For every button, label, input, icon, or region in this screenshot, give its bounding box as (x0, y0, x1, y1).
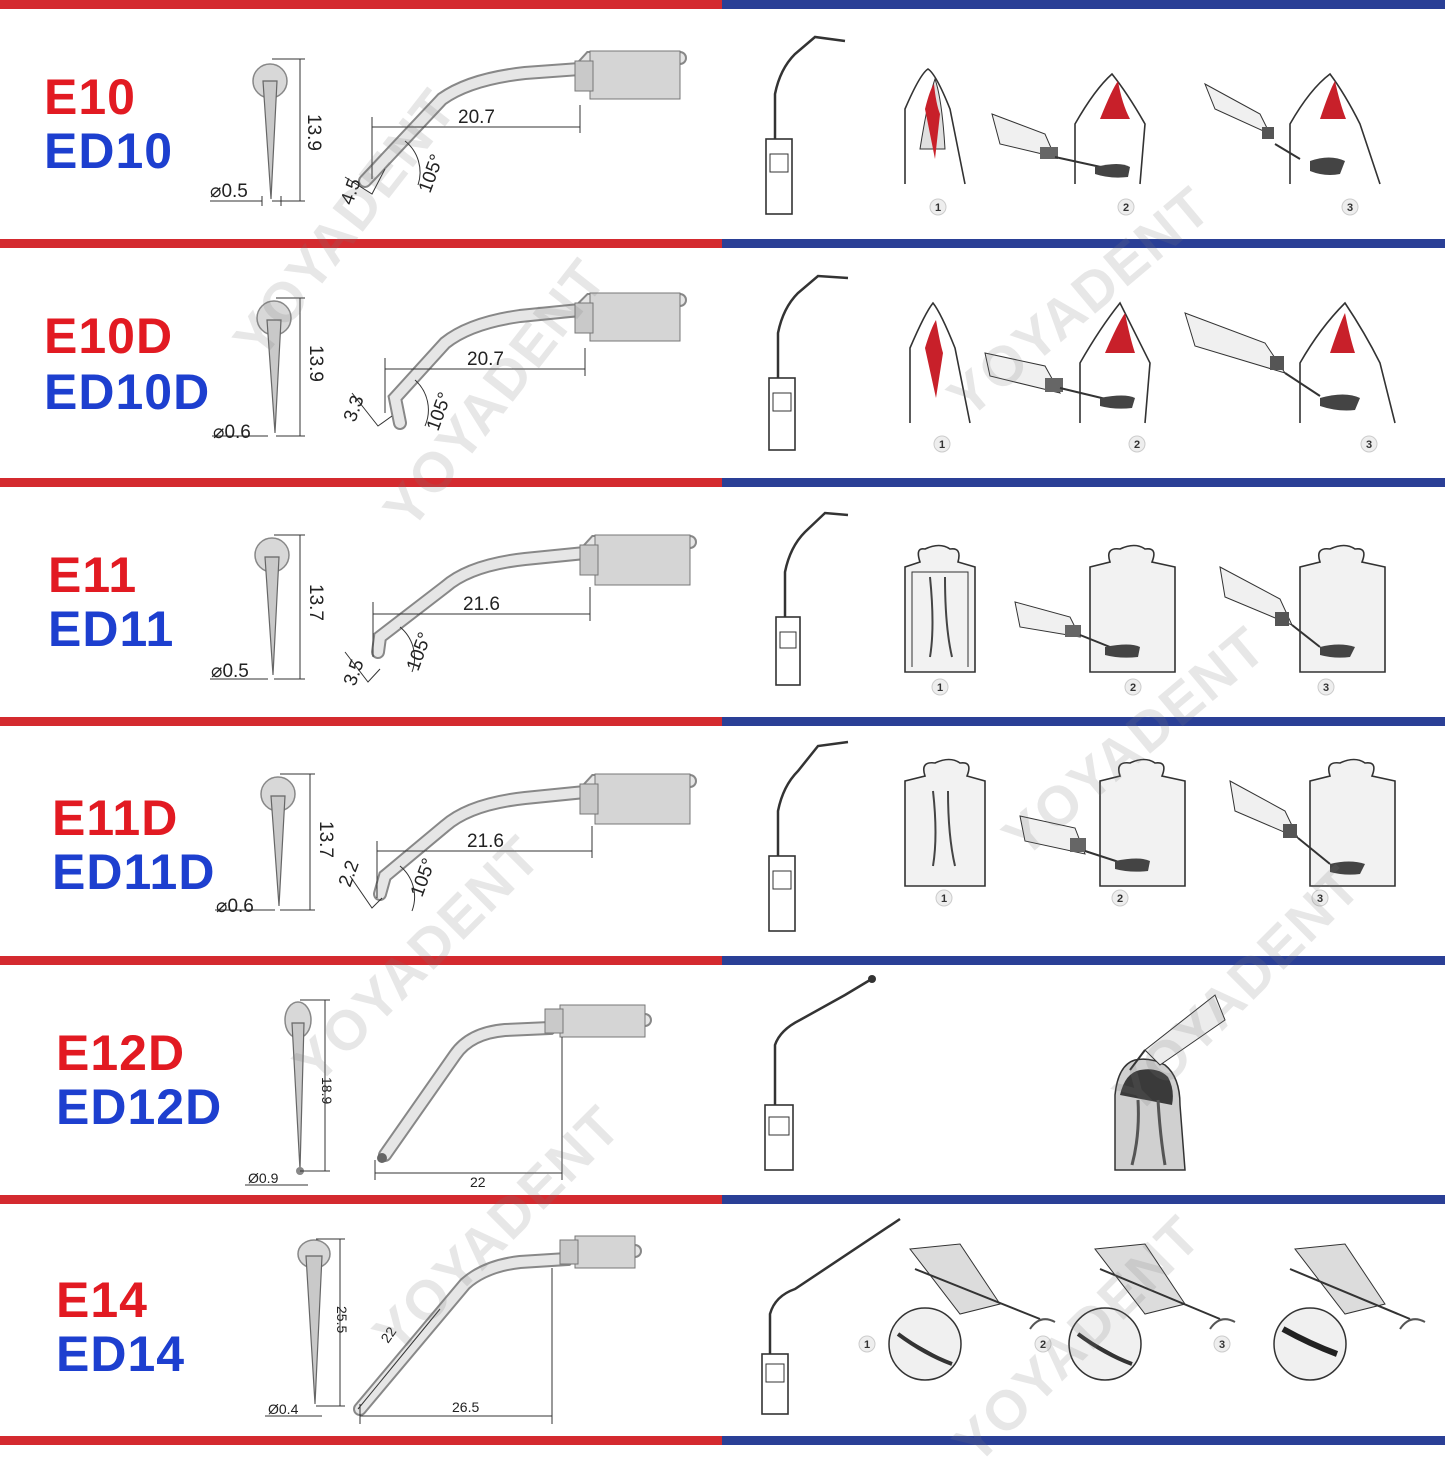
length-label: 13.7 (305, 584, 326, 621)
model-code-red: E10D (44, 308, 174, 364)
step-number: 3 (1219, 1339, 1225, 1351)
diameter-label: Ø0.9 (248, 1170, 279, 1186)
reach-label: 20.7 (467, 349, 504, 370)
diameter-label: ⌀0.5 (211, 661, 249, 682)
reach-label: 26.5 (452, 1399, 479, 1415)
tip-dimension-drawing: 13.7 ⌀0.6 21.6 2.2 105° (215, 773, 697, 917)
tip-row-e14: E14 ED14 25.5 Ø0.4 22 26.5 1 (0, 1204, 1445, 1444)
reach-label: 21.6 (463, 594, 500, 615)
length-label: 25.5 (334, 1306, 350, 1333)
model-code-red: E10 (44, 69, 136, 125)
separator-blue (722, 1195, 1445, 1204)
step-number: 2 (1134, 439, 1140, 451)
tip-dimension-drawing: 13.7 ⌀0.5 21.6 3.5 105° (210, 534, 697, 689)
usage-illustration: 1 2 3 (768, 274, 1396, 453)
separator-blue (722, 956, 1445, 965)
separator-blue (722, 478, 1445, 487)
separator-red (0, 239, 722, 248)
step-number: 3 (1347, 202, 1353, 214)
length-label: 13.7 (315, 821, 336, 858)
model-code-blue: ED11D (52, 844, 216, 900)
reach-label: 21.6 (467, 831, 504, 852)
separator-bar (0, 0, 1445, 9)
tip-row-e11: E11 ED11 13.7 ⌀0.5 21.6 3.5 105° (0, 487, 1445, 727)
step-number: 1 (935, 202, 941, 214)
step-number: 3 (1317, 893, 1323, 905)
model-code-red: E11D (52, 790, 179, 846)
separator-bar (0, 717, 1445, 726)
step-number: 3 (1366, 439, 1372, 451)
separator-red (0, 956, 722, 965)
tip-dimension-drawing: 25.5 Ø0.4 22 26.5 (265, 1235, 642, 1424)
model-code-red: E11 (48, 547, 138, 603)
separator-bar (0, 478, 1445, 487)
tip-row-e10: E10 ED10 13.9 ⌀0.5 20.7 4.5 105° (0, 9, 1445, 249)
separator-red (0, 0, 722, 9)
separator-blue (722, 1436, 1445, 1445)
tip-dimension-drawing: 13.9 ⌀0.5 20.7 4.5 105° (210, 50, 687, 208)
model-code-blue: ED10 (44, 123, 174, 179)
separator-blue (722, 239, 1445, 248)
tip-dimension-drawing: 13.9 ⌀0.6 20.7 3.3 105° (212, 292, 687, 443)
step-number: 2 (1123, 202, 1129, 214)
model-code-blue: ED12D (56, 1079, 223, 1135)
usage-illustration: 1 2 3 (775, 511, 1386, 696)
separator-red (0, 1436, 722, 1445)
step-number: 1 (939, 439, 945, 451)
step-number: 2 (1117, 893, 1123, 905)
usage-illustration: 1 2 3 (761, 1217, 1426, 1415)
model-code-blue: ED11 (48, 601, 175, 657)
separator-red (0, 717, 722, 726)
usage-illustration (764, 975, 1226, 1171)
reach-label: 20.7 (458, 107, 495, 128)
diameter-label: ⌀0.6 (216, 896, 254, 917)
separator-bar (0, 956, 1445, 965)
tip-dimension-drawing: 18.9 Ø0.9 22 (245, 999, 652, 1190)
step-number: 1 (941, 893, 947, 905)
model-code-blue: ED14 (56, 1326, 186, 1382)
tip-row-e12d: E12D ED12D 18.9 Ø0.9 22 (0, 965, 1445, 1205)
diameter-label: ⌀0.6 (213, 422, 251, 443)
tip-row-e11d: E11D ED11D 13.7 ⌀0.6 21.6 2.2 105° (0, 726, 1445, 966)
model-code-red: E12D (56, 1025, 186, 1081)
separator-bar (0, 239, 1445, 248)
separator-red (0, 478, 722, 487)
model-code-blue: ED10D (44, 364, 211, 420)
usage-illustration: 1 2 3 (765, 35, 1381, 216)
separator-bar (0, 1195, 1445, 1204)
usage-illustration: 1 2 3 (768, 740, 1396, 932)
separator-blue (722, 717, 1445, 726)
length-label: 13.9 (305, 345, 326, 382)
separator-red (0, 1195, 722, 1204)
tip-row-e10d: E10D ED10D 13.9 ⌀0.6 20.7 3.3 105° (0, 248, 1445, 488)
separator-bar (0, 1436, 1445, 1445)
step-number: 3 (1323, 682, 1329, 694)
length-label: 13.9 (303, 114, 324, 151)
step-number: 2 (1040, 1339, 1046, 1351)
step-number: 1 (864, 1339, 870, 1351)
diameter-label: Ø0.4 (268, 1401, 299, 1417)
step-number: 1 (937, 682, 943, 694)
model-code-red: E14 (56, 1272, 148, 1328)
step-number: 2 (1130, 682, 1136, 694)
separator-blue (722, 0, 1445, 9)
reach-label: 22 (470, 1174, 486, 1190)
diameter-label: ⌀0.5 (210, 181, 248, 202)
length-label: 18.9 (319, 1077, 335, 1104)
